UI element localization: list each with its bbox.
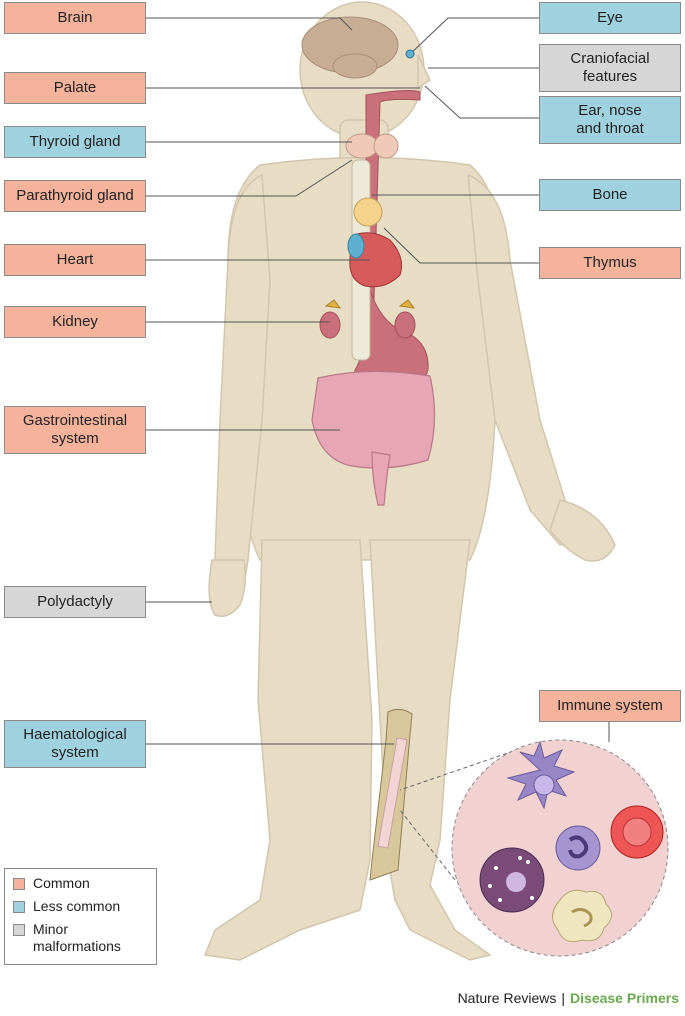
credit-journal: Nature Reviews: [457, 990, 557, 1006]
red-blood-cell: [610, 805, 664, 859]
heart: [347, 232, 403, 288]
label-thyroid-gland: Thyroid gland: [4, 126, 146, 158]
legend-item-common: Common: [13, 875, 148, 892]
thyroid-gland: [345, 133, 399, 159]
label-immune-system: Immune system: [539, 690, 681, 722]
label-eye: Eye: [539, 2, 681, 34]
legend-item-less-common: Less common: [13, 898, 148, 915]
legend-swatch-common: [13, 878, 25, 890]
thymus: [353, 197, 383, 227]
label-craniofacial-features: Craniofacial features: [539, 44, 681, 92]
legend: Common Less common Minor malformations: [4, 868, 157, 965]
leg-bones: [369, 708, 413, 881]
legend-swatch-less-common: [13, 901, 25, 913]
label-bone: Bone: [539, 179, 681, 211]
label-heart: Heart: [4, 244, 146, 276]
kidneys: [319, 299, 416, 339]
leader-lines: [146, 17, 610, 745]
credit-series: Disease Primers: [570, 990, 679, 1006]
publisher-credit: Nature Reviews|Disease Primers: [458, 990, 679, 1006]
label-haematological-system: Haematological system: [4, 720, 146, 768]
label-gastrointestinal-system: Gastrointestinal system: [4, 406, 146, 454]
label-brain: Brain: [4, 2, 146, 34]
label-ear-nose-throat: Ear, nose and throat: [539, 96, 681, 144]
label-parathyroid-gland: Parathyroid gland: [4, 180, 146, 212]
immune-cell-panel: [399, 739, 669, 957]
legend-item-minor-malformations: Minor malformations: [13, 921, 148, 955]
macrophage-cell: [552, 889, 612, 943]
label-palate: Palate: [4, 72, 146, 104]
brain: [301, 16, 399, 79]
label-kidney: Kidney: [4, 306, 146, 338]
eye-icon: [405, 49, 415, 59]
label-thymus: Thymus: [539, 247, 681, 279]
mast-cell: [479, 847, 545, 913]
dendritic-cell: [506, 740, 576, 810]
intestines: [311, 370, 436, 506]
label-polydactyly: Polydactyly: [4, 586, 146, 618]
neutrophil-cell: [555, 825, 601, 871]
legend-swatch-minor: [13, 924, 25, 936]
credit-separator: |: [561, 990, 566, 1006]
